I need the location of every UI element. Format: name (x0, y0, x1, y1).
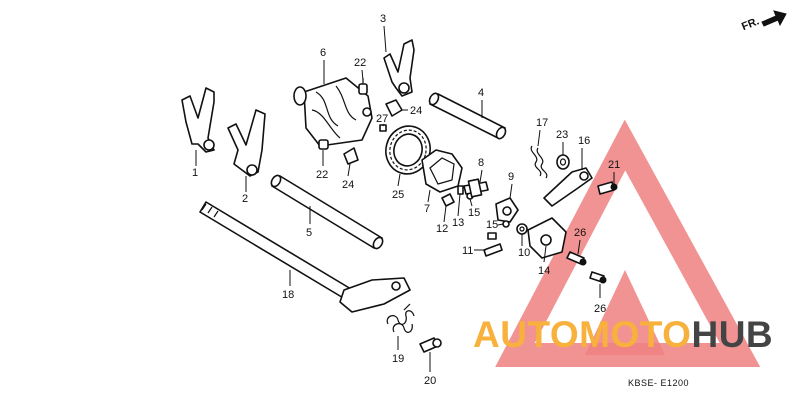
shift-drum (293, 77, 373, 147)
callout-26-upper: 26 (574, 227, 586, 239)
callout-12: 12 (436, 223, 448, 235)
callout-18: 18 (282, 289, 294, 301)
bolt-22-lower (318, 139, 329, 150)
callout-20: 20 (424, 375, 436, 387)
front-arrow-icon (761, 10, 787, 27)
collar-10 (516, 223, 528, 235)
pin-12 (441, 193, 455, 207)
callout-24-upper: 24 (410, 105, 422, 117)
callout-3: 3 (380, 13, 386, 25)
guide-plate-24-lower (343, 147, 359, 165)
callout-15-upper: 15 (468, 207, 480, 219)
washer-23 (556, 154, 570, 170)
drawing-code: KBSE- E1200 (628, 378, 690, 388)
bearing-25 (385, 125, 431, 175)
washer-15-lower (502, 220, 510, 228)
spring-17 (530, 145, 548, 179)
shift-fork-3 (383, 39, 415, 97)
shift-fork-2 (227, 109, 266, 177)
pin-bolt-20 (419, 337, 442, 353)
callout-9: 9 (508, 171, 514, 183)
watermark-text: AUTOMOTOHUB (473, 314, 773, 356)
fork-shaft-4 (428, 92, 507, 140)
shift-fork-1 (181, 87, 215, 153)
callout-7: 7 (424, 203, 430, 215)
callout-21: 21 (608, 159, 620, 171)
callout-23: 23 (556, 129, 568, 141)
callout-25: 25 (392, 189, 404, 201)
guide-plate-24-upper (385, 99, 403, 117)
collar-13-lower (487, 232, 497, 240)
callout-19: 19 (392, 353, 404, 365)
callout-11: 11 (462, 245, 473, 257)
callout-16: 16 (578, 135, 590, 147)
callout-1: 1 (192, 167, 198, 179)
stopper-arm-16 (543, 167, 593, 207)
bolt-21 (597, 181, 618, 195)
callout-22-upper: 22 (354, 57, 366, 69)
watermark-brand-part2: HUB (691, 314, 774, 355)
pin-11 (483, 243, 503, 257)
callout-14: 14 (538, 265, 550, 277)
gearshift-spindle-18 (199, 201, 411, 313)
bolt-26-upper (566, 251, 587, 266)
callout-5: 5 (306, 227, 312, 239)
collar-13-upper (457, 185, 464, 195)
stopper-plate-14 (527, 217, 567, 259)
callout-27: 27 (376, 113, 388, 125)
bolt-22-upper (358, 78, 368, 95)
bolt-26-lower (589, 271, 607, 284)
watermark-brand-part1: AUTOMOTO (473, 314, 692, 355)
callout-13-upper: 13 (452, 217, 464, 229)
callout-2: 2 (242, 193, 248, 205)
callout-26-lower: 26 (594, 303, 606, 315)
callout-22-lower: 22 (316, 169, 328, 181)
callout-24-lower: 24 (342, 179, 354, 191)
roller-9 (495, 197, 519, 223)
callout-4: 4 (478, 87, 484, 99)
callout-17: 17 (536, 117, 548, 129)
drum-center-7 (421, 149, 463, 193)
fork-shaft-5 (270, 174, 384, 250)
callout-8: 8 (478, 157, 484, 169)
callout-6: 6 (320, 47, 326, 59)
callouts: 1 2 3 4 5 6 7 8 9 10 11 12 13 (192, 13, 620, 387)
callout-15-lower: 15 (486, 219, 498, 231)
callout-10: 10 (518, 247, 530, 259)
bolt-8 (463, 178, 489, 198)
return-spring-19 (386, 303, 415, 333)
